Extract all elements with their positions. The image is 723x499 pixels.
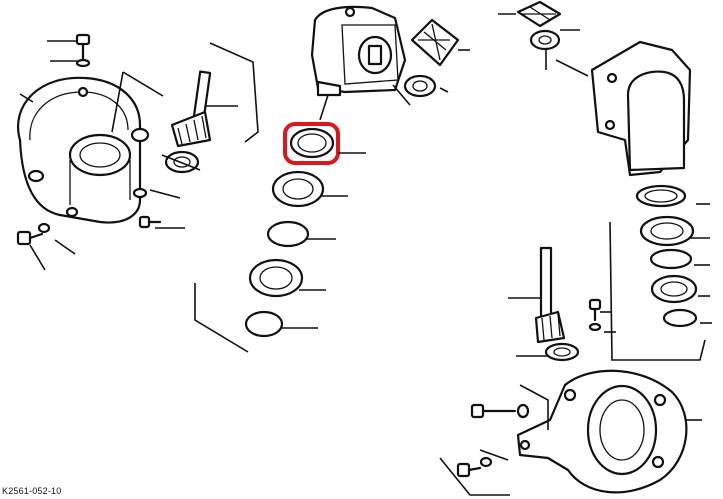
drawing-code: K2561-052-10 [2, 486, 62, 496]
circlip-right-2 [662, 308, 698, 328]
circlip-center-2 [244, 310, 284, 338]
right-gear-case [590, 40, 692, 177]
bolt-right-mid [470, 403, 530, 419]
ball-bearing-right-1 [639, 215, 695, 247]
bearing-left [164, 150, 200, 174]
circlip-center-1 [266, 220, 310, 248]
oil-seal[interactable] [283, 122, 340, 165]
leaders-center [194, 49, 470, 353]
ball-bearing-center-2 [248, 258, 304, 298]
oil-seal-right [635, 184, 687, 208]
bolt-right-top [588, 298, 602, 332]
circlip-right-1 [649, 248, 693, 270]
leaders-right-lower [439, 297, 702, 496]
ball-bearing-right-2 [650, 274, 698, 304]
center-gear-case [310, 5, 407, 97]
bolt-right-bottom [456, 456, 493, 478]
bevel-gear-center [410, 18, 460, 67]
pinion-shaft-right [534, 246, 566, 344]
pinion-shaft-left [170, 70, 212, 148]
right-lower-housing [516, 369, 688, 494]
bearing-right-lower [544, 342, 580, 362]
left-gear-housing [17, 76, 150, 224]
side-bolt-left [16, 222, 51, 246]
bevel-gear-right-top [516, 0, 562, 28]
bearing-right-top [529, 29, 561, 51]
bearing-center-top [403, 74, 437, 98]
small-bolt-left [132, 187, 162, 229]
ball-bearing-center-1 [271, 170, 325, 208]
leaders-right-upper [498, 13, 712, 361]
top-bolt-left [75, 33, 91, 68]
leaders-left [19, 40, 259, 271]
